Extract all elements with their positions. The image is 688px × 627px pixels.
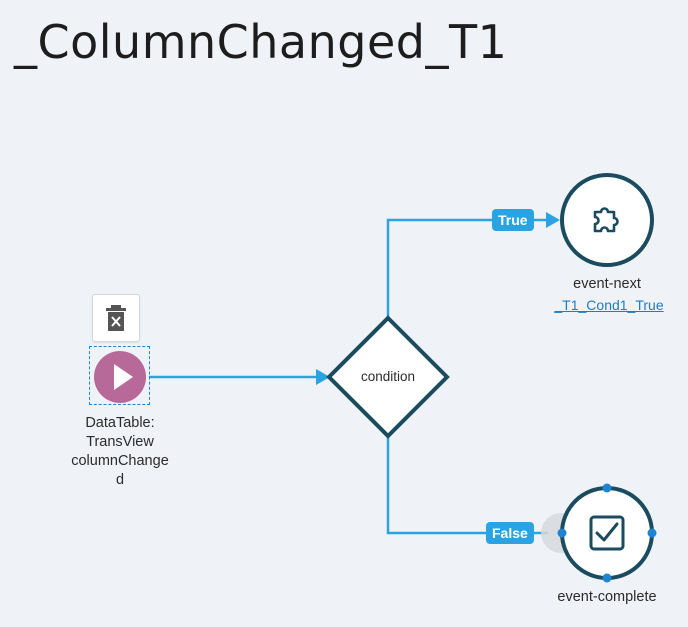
- condition-label: condition: [360, 369, 416, 384]
- diagram-title: _ColumnChanged_T1: [14, 15, 508, 69]
- event-complete-node[interactable]: [541, 483, 657, 583]
- connection-handle-bottom: [602, 573, 612, 583]
- event-next-node[interactable]: [560, 173, 654, 267]
- connection-handle-right: [647, 528, 657, 538]
- true-branch-label: True: [492, 209, 534, 231]
- edge-false: [386, 437, 548, 535]
- event-next-link[interactable]: _T1_Cond1_True: [554, 297, 664, 313]
- delete-button[interactable]: [92, 294, 140, 342]
- start-node-selection: [89, 346, 150, 405]
- edge-start-to-condition: [149, 369, 330, 385]
- connection-handle-left: [557, 528, 567, 538]
- event-next-label: event-next: [573, 276, 641, 292]
- puzzle-icon: [593, 207, 619, 233]
- event-complete-label: event-complete: [557, 589, 657, 605]
- checkbox-icon: [589, 515, 625, 551]
- condition-node[interactable]: [326, 315, 450, 439]
- play-icon: [114, 364, 133, 390]
- start-node-label: DataTable: TransView columnChange d: [71, 415, 169, 488]
- edge-true: [386, 212, 560, 317]
- connection-handle-top: [602, 483, 612, 493]
- start-node[interactable]: [94, 351, 146, 403]
- false-branch-label: False: [486, 522, 534, 544]
- trash-icon: [106, 305, 126, 331]
